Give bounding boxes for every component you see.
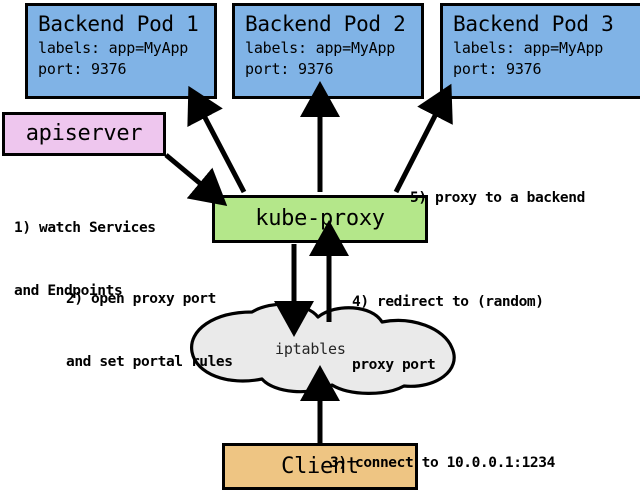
step-4-line-2: proxy port bbox=[352, 357, 436, 373]
backend-pod-1-box[interactable]: Backend Pod 1 labels: app=MyApp port: 93… bbox=[25, 3, 217, 99]
step-2-line-2: and set portal rules bbox=[66, 354, 233, 370]
kube-proxy-label: kube-proxy bbox=[255, 206, 385, 231]
apiserver-label: apiserver bbox=[25, 121, 143, 146]
step-3-label: 3) connect to 10.0.0.1:1234 bbox=[330, 411, 555, 494]
arrow-apiserver-to-kubeproxy bbox=[164, 153, 228, 207]
iptables-label: iptables bbox=[275, 340, 346, 358]
backend-pod-2-labels: labels: app=MyApp bbox=[245, 39, 396, 57]
step-3-line-1: 3) connect to 10.0.0.1:1234 bbox=[330, 455, 555, 471]
backend-pod-2-box[interactable]: Backend Pod 2 labels: app=MyApp port: 93… bbox=[232, 3, 424, 99]
step-4-line-1: 4) redirect to (random) bbox=[352, 294, 544, 310]
step-1-line-1: 1) watch Services bbox=[14, 220, 156, 236]
step-4-label: 4) redirect to (random) proxy port bbox=[352, 250, 544, 418]
backend-pod-1-title: Backend Pod 1 bbox=[38, 12, 199, 36]
backend-pod-3-title: Backend Pod 3 bbox=[453, 12, 614, 36]
arrow-kubeproxy-to-pod1 bbox=[187, 85, 247, 194]
backend-pod-2-title: Backend Pod 2 bbox=[245, 12, 406, 36]
step-1-line-2: and Endpoints bbox=[14, 283, 123, 299]
backend-pod-1-labels: labels: app=MyApp bbox=[38, 39, 189, 57]
client-box[interactable]: Client bbox=[222, 443, 418, 490]
backend-pod-3-port: port: 9376 bbox=[453, 60, 542, 78]
step-2-label: 2) open proxy port and set portal rules bbox=[66, 247, 233, 415]
kube-proxy-box[interactable]: kube-proxy bbox=[212, 195, 428, 243]
step-1-label: 1) watch Services and Endpoints bbox=[14, 176, 156, 344]
apiserver-box[interactable]: apiserver bbox=[2, 112, 166, 156]
backend-pod-1-port: port: 9376 bbox=[38, 60, 127, 78]
step-2-line-1: 2) open proxy port bbox=[66, 291, 216, 307]
client-label: Client bbox=[281, 453, 359, 479]
step-5-label: 5) proxy to a backend bbox=[410, 146, 585, 251]
backend-pod-2-port: port: 9376 bbox=[245, 60, 334, 78]
backend-pod-3-labels: labels: app=MyApp bbox=[453, 39, 604, 57]
step-5-line-1: 5) proxy to a backend bbox=[410, 190, 585, 206]
backend-pod-3-box[interactable]: Backend Pod 3 labels: app=MyApp port: 93… bbox=[440, 3, 640, 99]
